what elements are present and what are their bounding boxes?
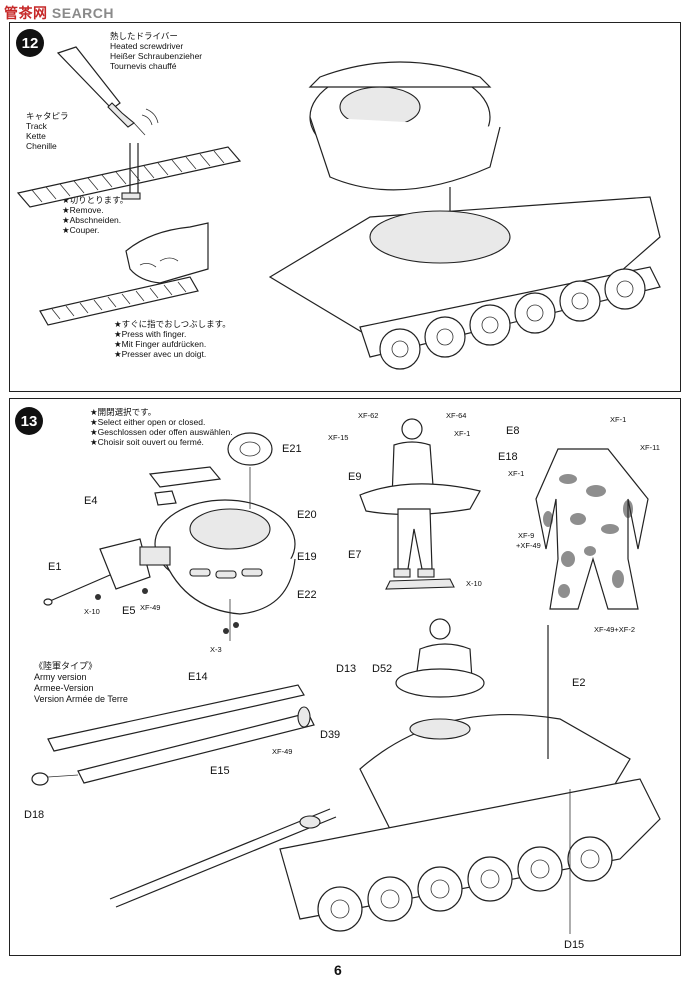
part-label-e1: E1 [48,561,62,573]
paint-xf49-uniform: +XF-49 [516,541,541,550]
select-note: ★開閉選択です。 ★Select either open or closed. … [90,407,233,447]
watermark: 管茶网 SEARCH [4,3,114,23]
part-label-d13: D13 [336,663,357,675]
paint-xf62: XF-62 [358,411,379,420]
screwdriver-de: Heißer Schraubenzieher [110,51,203,61]
track-strip-illustration [16,143,242,208]
screwdriver-illustration [56,46,159,136]
army-version-note: 《陸軍タイプ》 Army version Armee-Version Versi… [34,661,128,705]
track-note: キャタピラ Track Kette Chenille [26,111,69,151]
army-en: Army version [34,672,87,682]
paint-xf1-body: XF-1 [508,469,525,478]
select-note-de: ★Geschlossen oder offen auswählen. [90,427,233,437]
part-label-d15: D15 [564,939,585,951]
select-note-fr: ★Choisir soit ouvert ou fermé. [90,437,204,447]
part-label-d39: D39 [320,729,341,741]
remove-ja: ★切りとります。 [62,195,129,205]
gun-barrel-illustration [31,684,315,786]
part-label-e8: E8 [506,425,520,437]
part-label-d52: D52 [372,663,393,675]
step-13-badge: 13 [15,407,43,435]
remove-note: ★切りとります。 ★Remove. ★Abschneiden. ★Couper. [62,195,128,235]
press-ja: ★すぐに指でおしつぶします。 [114,319,231,329]
step-badge-partial: 12 [16,29,44,57]
step-panel-track: 12 熱したドライバー Heated screwdriver Heißer Sc… [9,22,681,392]
step-13-panel: 13 ★開閉選択です。 ★Select either open or close… [9,398,681,956]
press-de: ★Mit Finger aufdrücken. [114,339,207,349]
paint-x10-turret: X-10 [84,607,100,616]
part-label-e19: E19 [297,551,317,563]
part-label-e15: E15 [210,765,230,777]
screwdriver-ja: 熱したドライバー [110,31,178,41]
press-en: ★Press with finger. [114,329,187,339]
paint-xf49-xf2: XF-49+XF-2 [594,625,636,634]
part-label-e4: E4 [84,495,98,507]
part-label-e18: E18 [498,451,518,463]
track-de: Kette [26,131,46,141]
tank-turret-hull-illustration [268,61,661,370]
page-number: 6 [334,962,342,978]
screwdriver-fr: Tournevis chauffé [110,61,177,71]
part-label-e20: E20 [297,509,317,521]
part-label-d18: D18 [24,809,45,821]
screwdriver-note: 熱したドライバー Heated screwdriver Heißer Schra… [110,31,202,71]
track-en: Track [26,121,47,131]
paint-xf9: XF-9 [518,531,535,540]
part-label-e22: E22 [297,589,317,601]
turret-assembly-illustration [43,432,296,641]
paint-xf11: XF-11 [640,443,660,452]
paint-xf1-head: XF-1 [454,429,471,438]
paint-x3-turret: X-3 [210,645,222,654]
army-ja: 《陸軍タイプ》 [34,661,98,671]
part-label-e5: E5 [122,605,136,617]
tank-assembled-illustration [109,618,661,934]
paint-xf1-uniform: XF-1 [610,415,627,424]
paint-xf64: XF-64 [446,411,467,420]
paint-xf49-turret: XF-49 [140,603,161,612]
remove-fr: ★Couper. [62,225,100,235]
press-note: ★すぐに指でおしつぶします。 ★Press with finger. ★Mit … [114,319,231,359]
watermark-cn: 管茶网 [4,5,48,21]
select-note-ja: ★開閉選択です。 [90,407,157,417]
remove-de: ★Abschneiden. [62,215,122,225]
part-label-e2: E2 [572,677,586,689]
watermark-en: SEARCH [51,5,115,21]
track-ja: キャタピラ [26,111,69,121]
paint-x10-figure: X-10 [466,579,482,588]
paint-xf49-barrel: XF-49 [272,747,293,756]
part-label-e21: E21 [282,443,302,455]
army-fr: Version Armée de Terre [34,694,128,704]
crew-figure-illustration [359,418,481,590]
camo-uniform-illustration [535,448,649,610]
screwdriver-en: Heated screwdriver [110,41,184,51]
select-note-en: ★Select either open or closed. [90,417,206,427]
hand-press-illustration [39,222,209,326]
remove-en: ★Remove. [62,205,104,215]
track-fr: Chenille [26,141,57,151]
part-label-e14: E14 [188,671,208,683]
part-label-e7: E7 [348,549,362,561]
army-de: Armee-Version [34,683,94,693]
paint-xf15: XF-15 [328,433,349,442]
part-label-e9: E9 [348,471,362,483]
press-fr: ★Presser avec un doigt. [114,349,207,359]
